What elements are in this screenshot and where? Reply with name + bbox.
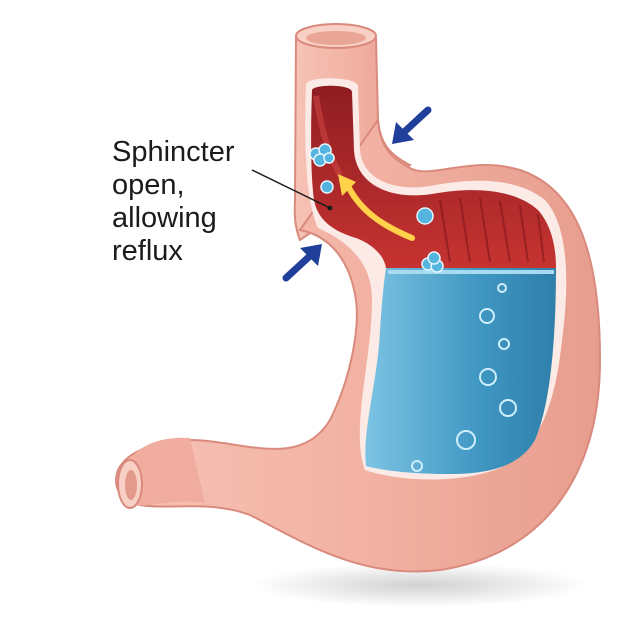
gastric-fluid: [365, 268, 556, 474]
compression-arrow-lower: [282, 244, 322, 282]
annotation-line: open,: [112, 169, 185, 201]
fluid-bubbles: [411, 283, 517, 472]
ground-shadow: [250, 563, 590, 607]
annotation-line: Sphincter: [112, 136, 235, 168]
reflux-arrow: [338, 174, 415, 241]
reflux-bubbles: [309, 143, 444, 273]
duodenum: [128, 437, 205, 506]
leader-line: [251, 169, 331, 209]
lining-ridges: [439, 197, 545, 263]
annotation-label: Sphincter open, allowing reflux: [112, 136, 262, 268]
annotation-line: allowing: [112, 202, 217, 234]
stomach-lining-red: [311, 85, 556, 269]
compression-arrow-upper: [392, 106, 432, 144]
annotation-line: reflux: [112, 235, 183, 267]
